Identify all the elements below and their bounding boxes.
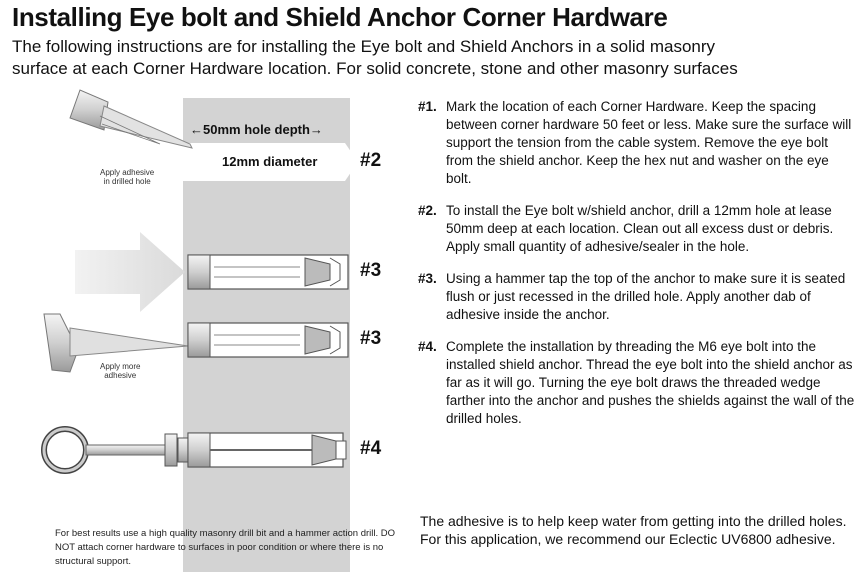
installation-diagram: ←50mm hole depth→ 12mm diameter Apply ad… [0,88,410,572]
drilled-hole-shape [183,143,358,181]
intro-line-2: surface at each Corner Hardware location… [12,59,738,78]
hammer-arrow-shape [75,232,185,312]
instructions-list: #1. Mark the location of each Corner Har… [418,98,858,442]
more-adhesive-label: Apply more adhesive [100,362,141,380]
step-label-3b: #3 [360,328,382,349]
intro-text: The following instructions are for insta… [12,36,862,80]
shield-anchor-icon-1 [187,254,349,290]
page-title: Installing Eye bolt and Shield Anchor Co… [12,2,668,32]
step-label-3a: #3 [360,260,382,281]
instruction-step: #3. Using a hammer tap the top of the an… [418,271,846,322]
arrow-left-icon: ← [190,122,203,137]
instruction-step: #1. Mark the location of each Corner Har… [418,99,852,186]
step-label-4: #4 [360,438,382,459]
drill-bit-icon [69,89,193,149]
drilling-note: For best results use a high quality maso… [55,528,396,567]
arrow-right-icon: → [309,122,323,137]
instruction-step: #2. To install the Eye bolt w/shield anc… [418,203,834,254]
intro-line-1: The following instructions are for insta… [12,37,716,56]
adhesive-label: Apply adhesive in drilled hole [100,168,155,186]
step-label-2: #2 [360,150,382,171]
diagram-graphic [41,89,358,572]
eye-bolt-icon [41,426,189,474]
shield-anchor-icon-2 [187,322,349,358]
diameter-label: 12mm diameter [222,154,318,169]
shield-anchor-icon-3 [187,432,347,468]
adhesive-nozzle-icon [43,313,189,373]
hole-depth-label: ←50mm hole depth→ [190,122,323,137]
instruction-step: #4. Complete the installation by threadi… [418,339,855,426]
adhesive-recommendation: The adhesive is to help keep water from … [420,513,847,547]
